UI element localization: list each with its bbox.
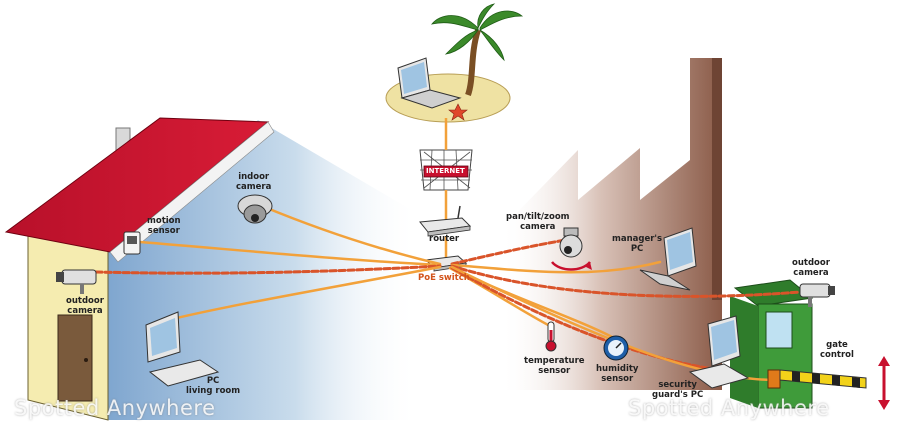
router-icon bbox=[419, 205, 472, 237]
internet-icon bbox=[419, 149, 473, 191]
laptop-icon bbox=[397, 57, 462, 109]
cable-indoor-camera bbox=[260, 204, 442, 266]
starfish-icon bbox=[448, 103, 468, 121]
palm-trunk bbox=[465, 29, 481, 96]
roof-gable bbox=[109, 121, 275, 263]
pc-living-room-icon bbox=[145, 311, 220, 387]
door-knob bbox=[84, 358, 88, 362]
cable-security-pc bbox=[450, 266, 722, 372]
cables bbox=[94, 204, 802, 382]
factory-chimney-edge bbox=[712, 58, 722, 300]
house bbox=[4, 117, 420, 421]
booth-window bbox=[765, 311, 793, 349]
outdoor-camera-right-icon bbox=[799, 283, 835, 307]
ptz-camera-icon bbox=[551, 227, 592, 271]
managers-laptop-icon bbox=[639, 227, 697, 291]
thermometer-icon bbox=[545, 321, 557, 352]
security-pc-icon bbox=[688, 315, 750, 389]
cable-ptz bbox=[450, 238, 568, 266]
outdoor-camera-left-icon bbox=[56, 269, 97, 294]
cable-manager-pc bbox=[450, 260, 662, 274]
motion-sensor-icon bbox=[123, 231, 141, 255]
label-poe-switch: PoE switch bbox=[418, 273, 470, 283]
guard-booth bbox=[730, 279, 814, 409]
beach-island bbox=[385, 3, 524, 123]
factory-wall bbox=[500, 58, 722, 390]
dome-camera-icon bbox=[237, 194, 273, 224]
watermark-right: Spotted Anywhere bbox=[628, 396, 830, 420]
cable-motion-sensor bbox=[138, 240, 442, 267]
palm-leaves bbox=[430, 3, 524, 62]
cable-outdoor-camera-left bbox=[94, 264, 442, 275]
watermark-left: Spotted Anywhere bbox=[14, 396, 216, 420]
cable-outdoor-camera-right bbox=[450, 264, 802, 298]
gate-barrier-icon bbox=[767, 356, 890, 410]
label-internet: INTERNET bbox=[426, 167, 465, 175]
factory bbox=[500, 58, 722, 390]
label-router: router bbox=[429, 234, 460, 244]
front-door bbox=[57, 314, 93, 402]
humidity-gauge-icon bbox=[603, 335, 629, 361]
